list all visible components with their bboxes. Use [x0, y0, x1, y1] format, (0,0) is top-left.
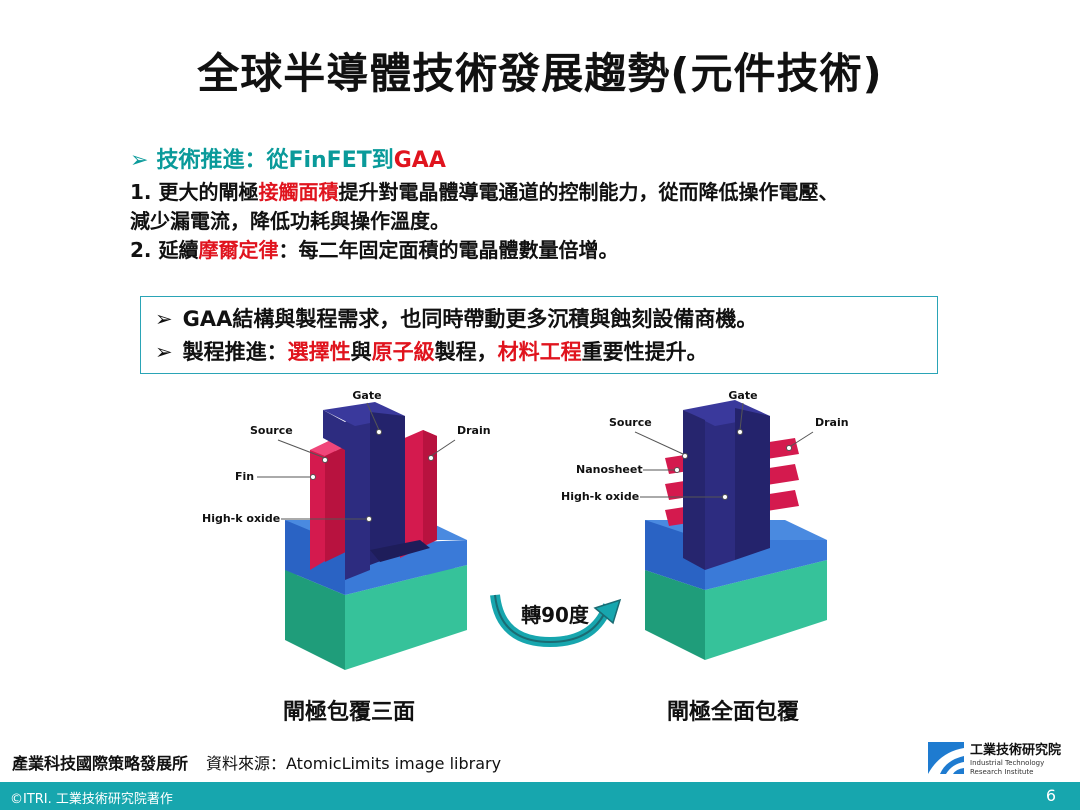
logo-en-1: Industrial Technology [970, 759, 1044, 767]
logo-cn: 工業技術研究院 [970, 742, 1061, 758]
substrate-front [285, 570, 345, 670]
gaa-gate-left [683, 410, 705, 570]
gaa-label-nanosheet: Nanosheet [576, 463, 643, 476]
item1-highlight: 接觸面積 [258, 180, 339, 204]
rotate-arrow: 轉90度 [490, 594, 622, 648]
fin-drain-side [423, 430, 437, 546]
left-caption: 閘極包覆三面 [283, 700, 416, 725]
bullet-section: ➢ 技術推進：從FinFET到GAA 1. 更大的閘極接觸面積提升對電晶體導電通道… [130, 142, 1030, 265]
callout-box: ➢ GAA結構與製程需求，也同時帶動更多沉積與蝕刻設備商機。 ➢ 製程推進：選擇性與… [140, 296, 938, 374]
copyright: ©ITRI. 工業技術研究院著作 [10, 792, 173, 807]
gaa-label-high-k-oxide: High-k oxide [561, 490, 639, 503]
footer-source: 產業科技國際策略發展所資料來源：AtomicLimits image libra… [12, 750, 501, 774]
gaa-substrate-side [705, 560, 827, 660]
arrow-bullet-icon: ➢ [155, 307, 173, 331]
finfet-structure: Gate Source Drain Fin High-k oxide [202, 389, 491, 670]
callout-text-a: 製程推進： [182, 340, 288, 364]
gaa-label-drain: Drain [815, 416, 849, 429]
footer-source-text: 資料來源：AtomicLimits image library [206, 754, 502, 773]
gaa-label-gate: Gate [728, 389, 757, 402]
bullet-heading: ➢ 技術推進：從FinFET到GAA [130, 142, 1030, 174]
callout-text-b: 與 [350, 340, 372, 364]
callout-line-1-text: GAA結構與製程需求，也同時帶動更多沉積與蝕刻設備商機。 [182, 307, 758, 331]
itri-logo-mark: 工業技術研究院 Industrial Technology Research I… [928, 742, 1061, 776]
bullet-item-1-cont: 減少漏電流，降低功耗與操作溫度。 [130, 209, 450, 233]
label-high-k-oxide: High-k oxide [202, 512, 280, 525]
arrow-bullet-icon: ➢ [155, 340, 173, 364]
rotate-arrow-head [593, 598, 622, 625]
gaa-label-source: Source [609, 416, 652, 429]
right-caption: 閘極全面包覆 [667, 700, 800, 725]
gaa-gate-front [705, 408, 735, 570]
finfet-gaa-diagram: Gate Source Drain Fin High-k oxide 轉90度 [202, 389, 849, 670]
page-number: 6 [1045, 786, 1056, 805]
rotate-label: 轉90度 [521, 603, 590, 627]
item2-text-a: 2. 延續 [130, 238, 199, 262]
label-source: Source [250, 424, 293, 437]
item2-text-b: ：每二年固定面積的電晶體數量倍增。 [278, 238, 619, 262]
heading-highlight: GAA [393, 148, 446, 173]
item1-text-b: 提升對電晶體導電通道的控制能力，從而降低操作電壓、 [338, 180, 839, 204]
heading-text: 技術推進：從FinFET到 [156, 148, 394, 173]
gate-left-top [323, 410, 345, 450]
itri-logo: 工業技術研究院 Industrial Technology Research I… [926, 738, 1076, 778]
callout-highlight-1: 選擇性 [287, 340, 351, 364]
substrate-side [345, 565, 467, 670]
callout-line-2: ➢ 製程推進：選擇性與原子級製程，材料工程重要性提升。 [155, 336, 937, 369]
page-title: 全球半導體技術發展趨勢(元件技術) [197, 49, 883, 98]
callout-highlight-2: 原子級 [371, 340, 435, 364]
item2-highlight: 摩爾定律 [198, 238, 279, 262]
callout-text-d: 重要性提升。 [581, 340, 708, 364]
label-gate: Gate [352, 389, 381, 402]
gate-foot [370, 540, 430, 562]
bullet-item-1: 1. 更大的閘極接觸面積提升對電晶體導電通道的控制能力，從而降低操作電壓、 [130, 178, 1030, 207]
footer-bar: ©ITRI. 工業技術研究院著作 6 [0, 782, 1080, 810]
logo-en-2: Research Institute [970, 768, 1033, 776]
callout-text-c: 製程， [434, 340, 498, 364]
gate-front [345, 412, 370, 580]
arrow-bullet-icon: ➢ [130, 148, 149, 173]
gate-right [370, 412, 405, 565]
callout-line-1: ➢ GAA結構與製程需求，也同時帶動更多沉積與蝕刻設備商機。 [155, 303, 937, 336]
fin-source-side [325, 444, 350, 562]
gaa-gate-right [735, 408, 770, 560]
gaa-substrate-front [645, 570, 705, 660]
item1-text-a: 1. 更大的閘極 [130, 180, 259, 204]
bullet-item-2: 2. 延續摩爾定律：每二年固定面積的電晶體數量倍增。 [130, 236, 1030, 265]
footer-org: 產業科技國際策略發展所 [12, 754, 189, 773]
callout-highlight-3: 材料工程 [497, 340, 582, 364]
label-drain: Drain [457, 424, 491, 437]
label-fin: Fin [235, 470, 254, 483]
gaa-structure: Gate Source Drain Nanosheet High-k oxide [561, 389, 849, 660]
